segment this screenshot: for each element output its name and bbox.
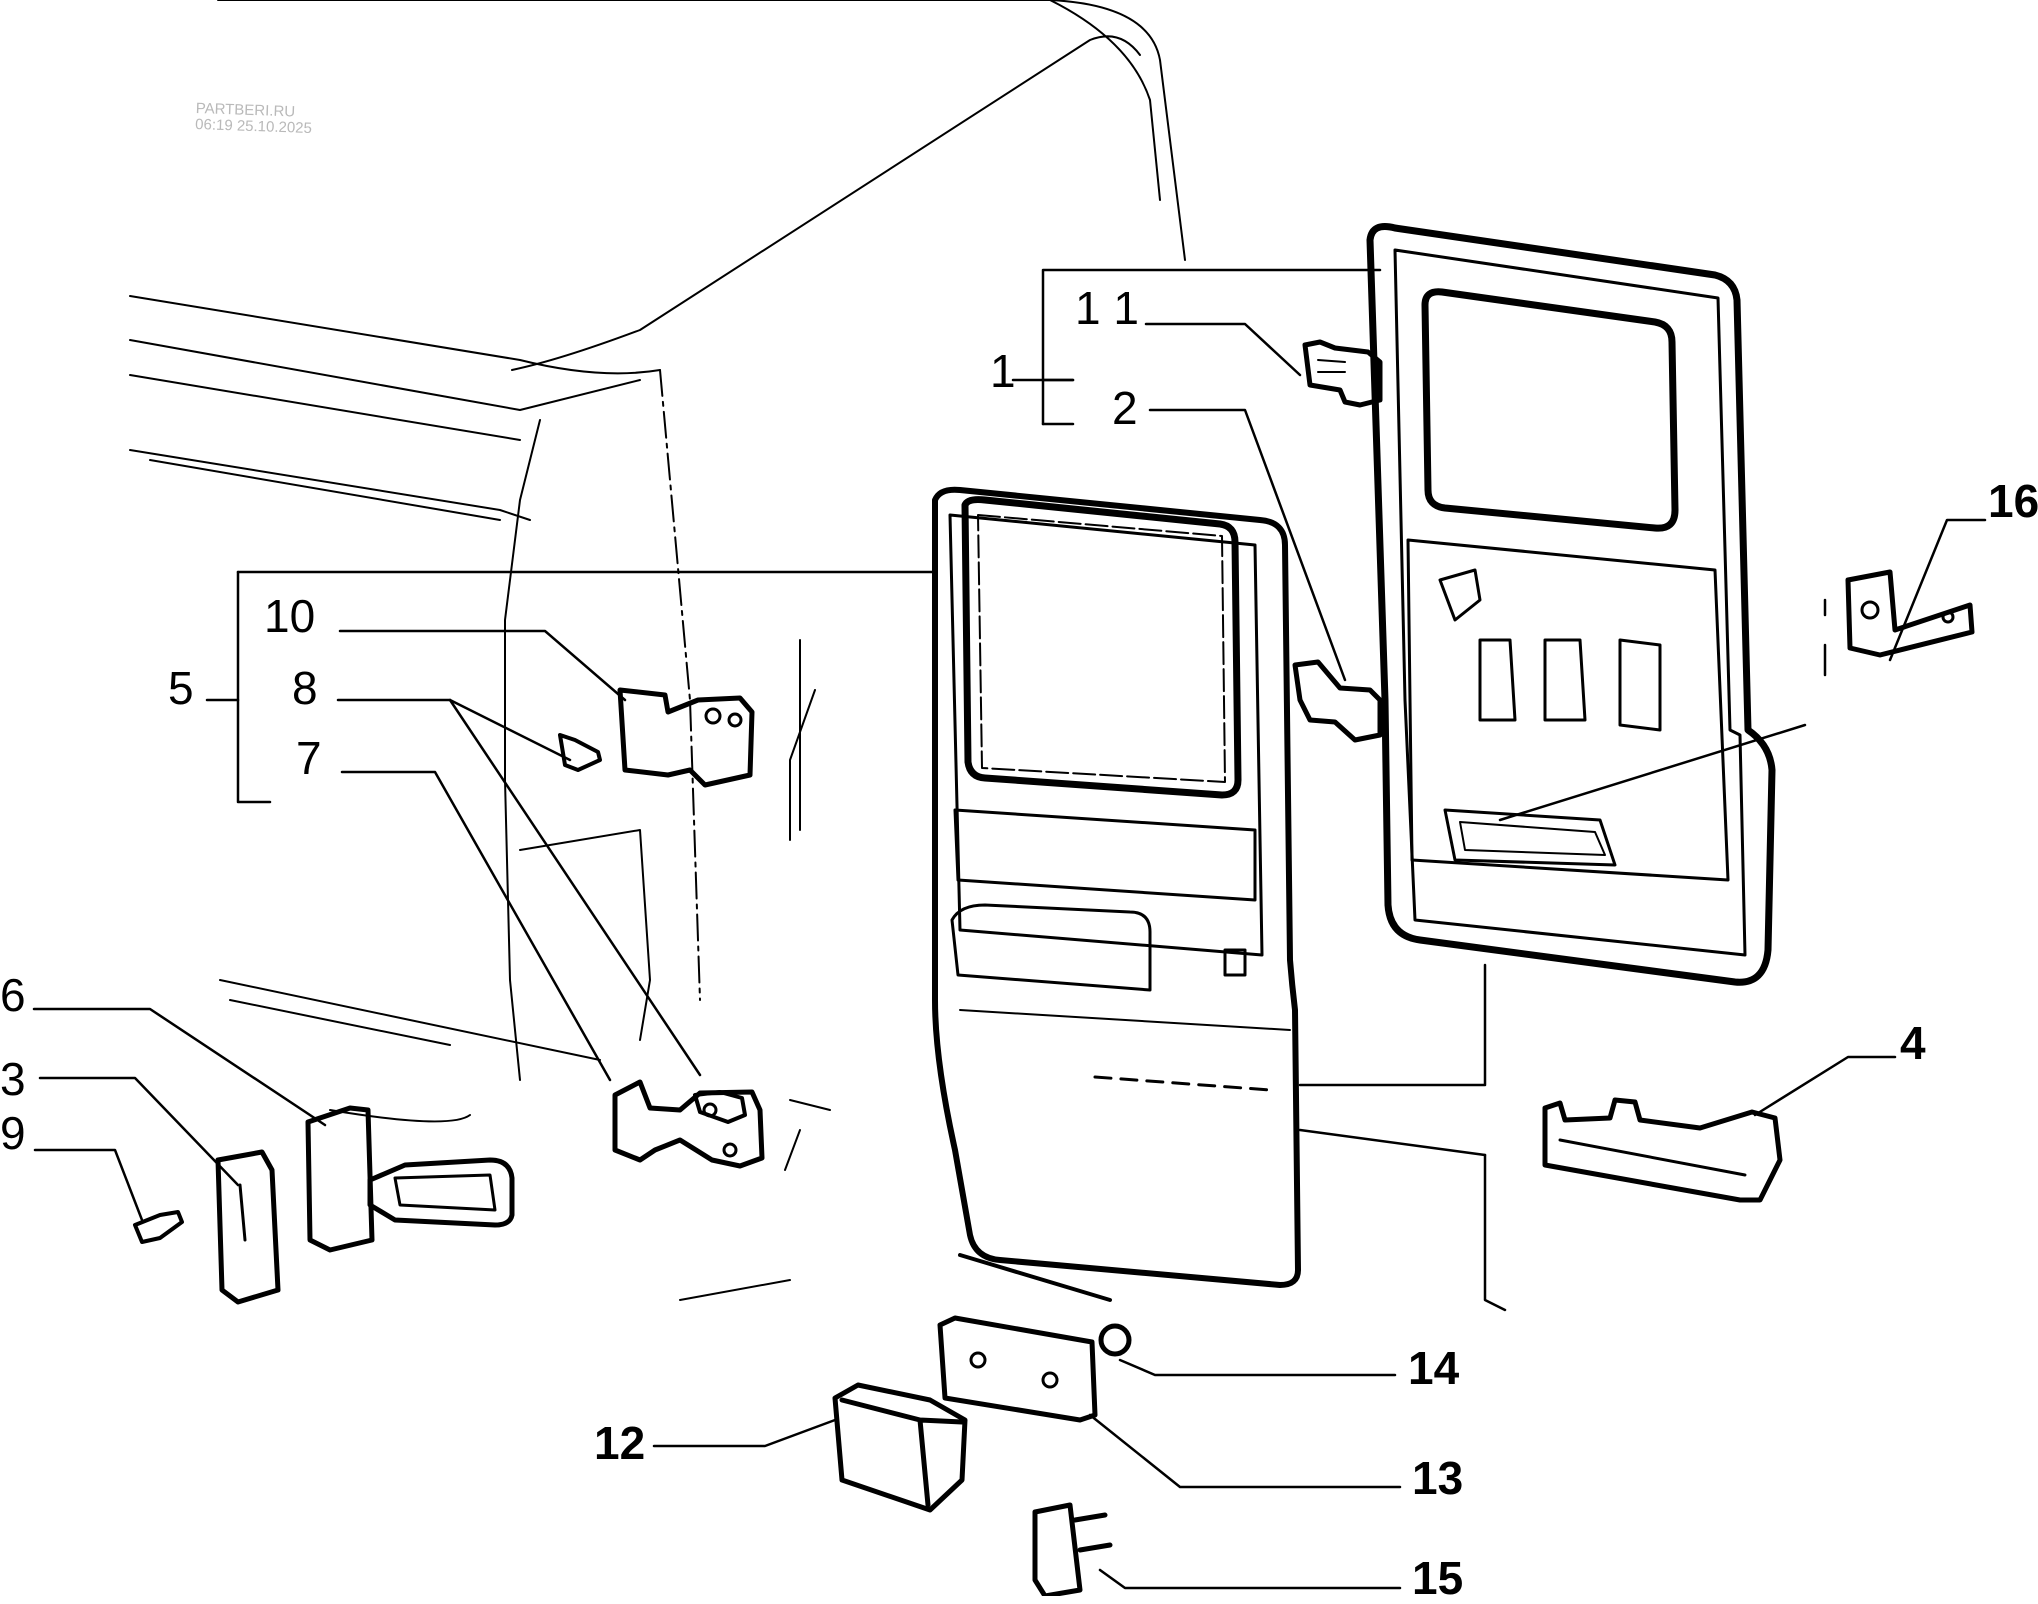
callout-1: 1 — [990, 345, 1016, 397]
callout-9: 9 — [0, 1107, 26, 1159]
spacer-plate-item-13 — [937, 1315, 1098, 1423]
check-arm-item-6 — [305, 1105, 515, 1253]
bracket-item-16 — [1845, 569, 1975, 658]
callout-13: 13 — [1412, 1452, 1464, 1504]
check-strap-item-4 — [1542, 1097, 1783, 1203]
callout-5: 5 — [168, 662, 194, 714]
hinge-plate-item-3 — [215, 1149, 281, 1305]
left-door — [932, 486, 1301, 1302]
vehicle-body-outline — [129, 0, 1186, 1301]
bump-stop-item-12 — [832, 1382, 968, 1513]
hinge-bolt-item-8-upper — [558, 733, 602, 772]
callout-14: 14 — [1408, 1342, 1460, 1394]
right-door — [1366, 223, 1776, 986]
callout-11: 1 1 — [1075, 282, 1139, 334]
callout-12: 12 — [594, 1417, 646, 1469]
callout-3: 3 — [0, 1053, 26, 1105]
nut-item-14 — [1098, 1323, 1132, 1357]
hinge-upper-left-item-10 — [617, 687, 755, 788]
hinge-bolt-item-8-lower — [693, 1090, 747, 1124]
hinge-upper-right-item-11 — [1302, 339, 1383, 408]
callout-8: 8 — [292, 662, 318, 714]
callout-6: 6 — [0, 969, 26, 1021]
striker-plate-item-15 — [1032, 1502, 1113, 1596]
watermark: PARTBERI.RU 06:19 25.10.2025 — [195, 100, 313, 137]
hinge-lower-right-item-2 — [1292, 659, 1383, 743]
callout-4: 4 — [1900, 1017, 1926, 1069]
callout-7: 7 — [296, 732, 322, 784]
callout-10: 10 — [264, 590, 316, 642]
hinge-lower-left-item-7 — [612, 1079, 765, 1169]
callout-16: 16 — [1988, 475, 2038, 527]
callout-15: 15 — [1412, 1552, 1464, 1604]
screw-item-9 — [133, 1210, 184, 1244]
leader-lines — [32, 268, 1987, 1590]
callout-2: 2 — [1112, 382, 1138, 434]
